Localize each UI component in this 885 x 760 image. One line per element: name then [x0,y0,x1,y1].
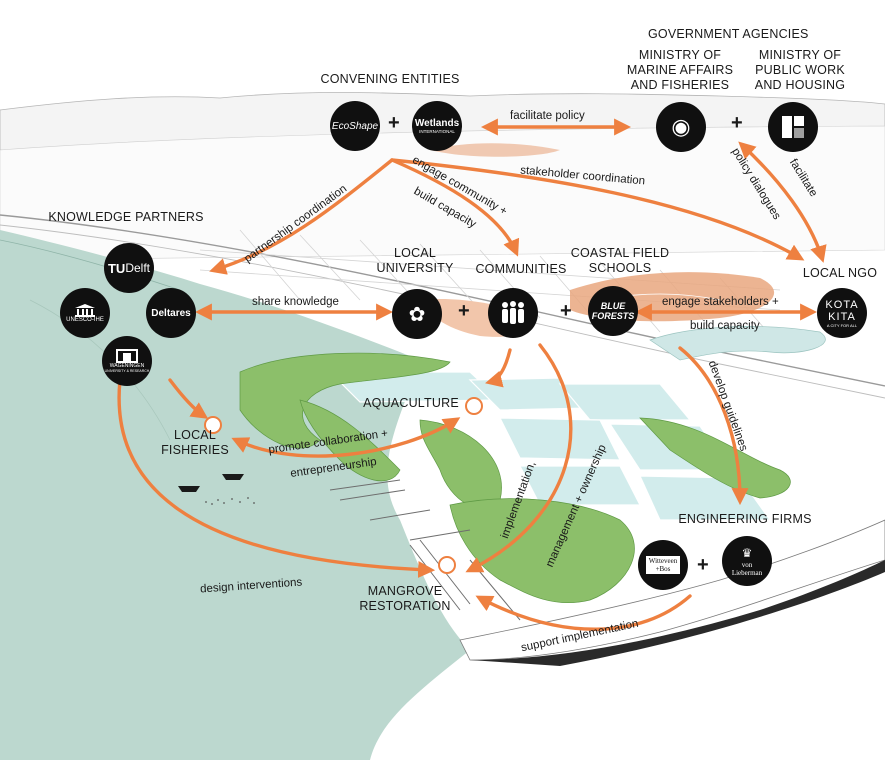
flow-engage-stakeholders: engage stakeholders + [662,296,779,308]
fish-emblem-icon: ◉ [671,114,691,139]
wageningen-text-1: WAGENINGEN [109,363,145,369]
ministry-marine-line-3: AND FISHERIES [630,78,730,92]
arrow-knowledge-fisheries [168,378,209,419]
mangrove-marker [438,556,456,574]
unesco-text: UNESCO-IHE [66,317,104,323]
ministry-public-line-2: PUBLIC WORK [755,63,845,77]
crest-icon: ♛ [741,545,753,560]
arrow-support-implementation [475,594,692,631]
arrow-design-interventions [117,378,436,579]
aquaculture-marker [465,397,483,415]
witteveen-text-2: +Bos [655,565,671,573]
mangrove-line-2: RESTORATION [359,599,451,613]
label-coastal-field-schools: COASTAL FIELD SCHOOLS [560,246,680,276]
arrow-policy-dialogues [738,141,827,263]
flow-facilitate-policy: facilitate policy [510,110,585,122]
arrow-develop-guidelines [678,346,749,506]
river-inlet [649,326,826,361]
flow-arrows [117,118,827,631]
arrow-implementation [465,343,573,573]
arrow-promote-collaboration [231,417,461,458]
ministry-marine-logo: ◉ [656,102,706,152]
ministry-marine-line-2: MARINE AFFAIRS [626,63,734,77]
label-ministry-public: MINISTRY OF PUBLIC WORK AND HOUSING [740,48,860,93]
fishing-boats [178,474,244,492]
label-knowledge-partners: KNOWLEDGE PARTNERS [48,210,204,224]
local-fisheries-line-2: FISHERIES [161,443,229,457]
label-convening-entities: CONVENING ENTITIES [320,72,460,86]
temple-icon [75,304,95,317]
communities-logo [488,288,538,338]
witteveen-text-1: Witteveen [648,557,678,565]
ministry-public-line-1: MINISTRY OF [758,48,842,62]
public-works-emblem-icon [782,116,804,138]
kota-text-1: KOTA [825,298,859,311]
arrow-partnership-coordination [209,158,394,275]
coast-sand [459,519,885,661]
vonlieberman-text-1: von [741,560,753,569]
label-local-fisheries: LOCAL FISHERIES [150,428,240,458]
local-university-line-1: LOCAL [394,246,436,260]
coastal-field-line-1: COASTAL FIELD [570,246,670,260]
deltares-logo: Deltares [146,288,196,338]
arrow-engage-community [390,158,520,257]
unesco-ihe-logo: UNESCO-IHE [60,288,110,338]
label-aquaculture: AQUACULTURE [363,396,459,410]
tudelft-text-2: Delft [125,261,151,275]
wageningen-text-2: UNIVERSITY & RESEARCH [104,369,150,373]
vonlieberman-text-2: Lieberman [731,568,763,577]
ministry-marine-line-1: MINISTRY OF [638,48,722,62]
label-government-agencies: GOVERNMENT AGENCIES [648,27,809,41]
wetlands-international-logo: Wetlands INTERNATIONAL [412,101,462,151]
ministry-public-logo [768,102,818,152]
label-local-university: LOCAL UNIVERSITY [370,246,460,276]
kota-text-3: A CITY FOR ALL [826,322,858,328]
blue-forests-logo: BLUE FORESTS [588,286,638,336]
tudelft-text-1: TU [107,260,126,276]
ministry-public-line-3: AND HOUSING [754,78,846,92]
flow-build-capacity-2: build capacity [690,320,760,332]
mangrove-line-1: MANGROVE [367,584,443,598]
blue-forests-text-2: FORESTS [591,311,635,321]
plus-sign: + [388,112,400,134]
witteveen-bos-logo: Witteveen +Bos [638,540,688,590]
label-ministry-marine: MINISTRY OF MARINE AFFAIRS AND FISHERIES [620,48,740,93]
deltares-text: Deltares [151,307,191,319]
wetlands-subtext: INTERNATIONAL [419,129,455,134]
coastal-field-line-2: SCHOOLS [588,261,652,275]
wageningen-emblem-icon [116,349,138,363]
kota-kita-logo: KOTA KITA A CITY FOR ALL [817,288,867,338]
witteveen-badge: Witteveen +Bos [645,556,681,574]
flow-share-knowledge: share knowledge [252,296,339,308]
plus-sign: + [560,300,572,322]
local-fisheries-line-1: LOCAL [174,428,216,442]
arrow-communities-aquaculture [485,348,512,388]
label-communities: COMMUNITIES [475,262,567,276]
university-seal-icon: ✿ [408,303,426,326]
label-mangrove-restoration: MANGROVE RESTORATION [350,584,460,614]
ecoshape-text: EcoShape [331,120,379,132]
local-university-logo: ✿ [392,289,442,339]
local-university-line-2: UNIVERSITY [376,261,454,275]
blue-forests-text-1: BLUE [600,301,626,311]
tudelft-logo: TU Delft [104,243,154,293]
label-engineering-firms: ENGINEERING FIRMS [678,512,812,526]
wageningen-logo: WAGENINGEN UNIVERSITY & RESEARCH [102,336,152,386]
fisheries-marker [204,416,222,434]
plus-sign: + [697,554,709,576]
kota-text-2: KITA [828,310,856,323]
ecoshape-logo: EcoShape [330,101,380,151]
plus-sign: + [731,112,743,134]
people-icon [502,301,524,324]
wetlands-text: Wetlands [414,118,460,129]
plus-sign: + [458,300,470,322]
distant-town [430,143,560,157]
main-road [0,214,885,387]
von-lieberman-logo: ♛ von Lieberman [722,536,772,586]
label-local-ngo: LOCAL NGO [802,266,878,280]
